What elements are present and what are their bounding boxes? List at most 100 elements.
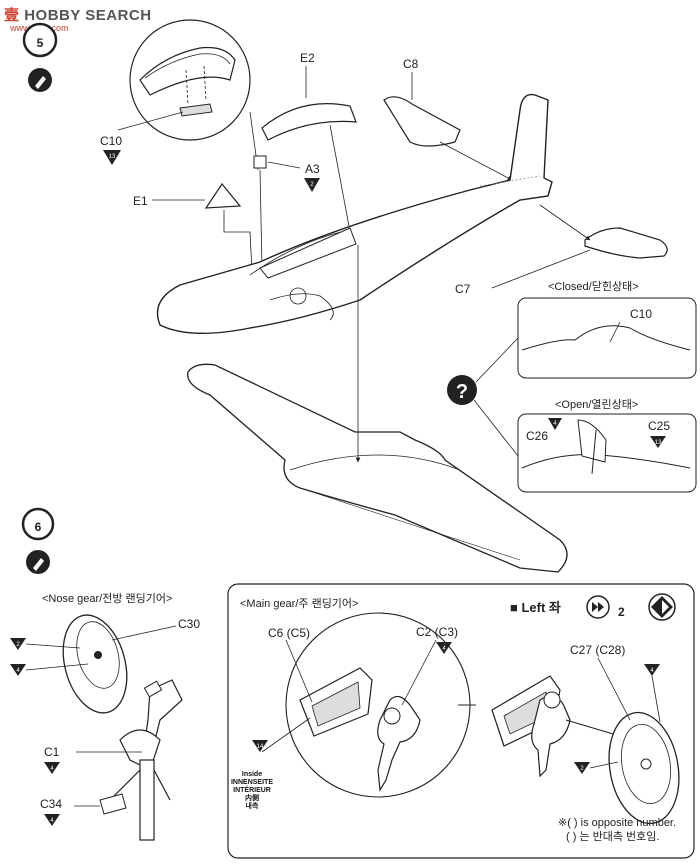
help-icon: ?	[447, 375, 477, 405]
canopy-detail-circle	[129, 19, 251, 141]
c25-label: C25	[648, 419, 670, 433]
c6-label: C6 (C5)	[268, 626, 310, 640]
step6-badge: 6	[21, 507, 55, 541]
c7-leader	[491, 249, 591, 289]
left-side-label: ■ Left 좌	[510, 600, 561, 615]
help-leader-open	[473, 399, 519, 457]
opposite-note-en: ※( ) is opposite number.	[558, 817, 676, 829]
c2-tri: 4	[436, 642, 452, 654]
glue-icon-step6	[26, 550, 50, 574]
c27-leader	[597, 657, 631, 721]
c27-tri-b-leader	[589, 761, 619, 769]
c30-label: C30	[178, 617, 200, 631]
c10-closed-label: C10	[630, 307, 652, 321]
svg-text:内側: 内側	[245, 793, 259, 802]
e1-label: E1	[133, 194, 148, 208]
open-state-box	[517, 413, 697, 493]
inside-note: Inside INNENSEITE INTÉRIEUR 内側 내측	[231, 771, 273, 810]
inside-leader	[261, 717, 311, 753]
svg-text:13: 13	[109, 154, 116, 160]
c10-closed-leader	[609, 321, 621, 343]
e1-part	[204, 182, 242, 209]
c7-arrow	[539, 204, 591, 241]
svg-text:4: 4	[442, 646, 446, 652]
a3-label: A3	[305, 162, 320, 176]
svg-text:6: 6	[35, 520, 42, 534]
closed-state-label: <Closed/닫힌상태>	[548, 280, 639, 293]
c2-label: C2 (C3)	[416, 625, 458, 639]
c2-part	[377, 695, 421, 792]
c26-label: C26	[526, 429, 548, 443]
svg-text:4: 4	[50, 818, 54, 824]
c34-tri: 4	[44, 814, 60, 826]
main-wheel	[608, 711, 680, 825]
svg-text:4: 4	[553, 421, 557, 427]
c34-part	[99, 793, 127, 815]
svg-text:2: 2	[310, 182, 314, 188]
c7-part	[584, 227, 668, 259]
c27-tri-a-leader	[651, 675, 661, 723]
c34-label: C34	[40, 797, 62, 811]
svg-text:Inside: Inside	[242, 771, 262, 778]
svg-text:4: 4	[50, 766, 54, 772]
nose-wheel	[62, 614, 128, 714]
c2-leader	[401, 639, 437, 706]
c8-part	[383, 96, 461, 147]
c27-label: C27 (C28)	[570, 643, 625, 657]
c1-label: C1	[44, 745, 60, 759]
nose-gear-label: <Nose gear/전방 랜딩기어>	[42, 592, 172, 605]
svg-text:2: 2	[16, 642, 20, 648]
c30-leader	[111, 625, 177, 641]
main-gear-tri-left: 14	[252, 740, 268, 752]
c8-arrow	[439, 141, 513, 181]
e2-label: E2	[300, 51, 315, 65]
svg-text:4: 4	[16, 668, 20, 674]
svg-text:INNENSEITE: INNENSEITE	[231, 779, 273, 786]
a3-leader	[267, 161, 301, 169]
c7-label: C7	[455, 282, 471, 296]
assembly-arrows-icon	[586, 595, 610, 619]
fuselage	[156, 93, 553, 334]
svg-text:?: ?	[456, 381, 468, 403]
wing	[187, 245, 568, 573]
main-gear-assembly	[491, 675, 621, 778]
step5-badge: 5	[22, 22, 58, 58]
c30-tri-b-leader	[25, 663, 89, 671]
glue-icon	[28, 68, 52, 92]
svg-text:2: 2	[580, 766, 584, 772]
svg-text:내측: 내측	[246, 801, 259, 810]
c27-tri-b: 2	[574, 762, 590, 774]
opposite-note-ko: ( ) 는 반대측 번호임.	[566, 830, 659, 843]
help-leader-closed	[475, 337, 519, 383]
closed-state-box	[517, 297, 697, 379]
a3-part	[253, 155, 267, 169]
c30-tri-a: 2	[10, 638, 26, 650]
e2-part	[261, 103, 357, 141]
open-state-label: <Open/열린상태>	[555, 398, 638, 411]
c8-label: C8	[403, 57, 419, 71]
c27-tri-a: 4	[644, 664, 660, 676]
assembly-count: 2	[618, 605, 625, 619]
main-gear-label: <Main gear/주 랜딩기어>	[240, 597, 358, 610]
c6-part	[299, 667, 373, 737]
c25-tri: 13	[650, 436, 666, 448]
c10-leader	[117, 111, 184, 131]
c6-leader	[285, 639, 313, 703]
c10-label: C10	[100, 134, 122, 148]
e2-arrow	[329, 124, 354, 243]
svg-text:4: 4	[650, 668, 654, 674]
c10-tri: 13	[103, 150, 121, 165]
svg-text:14: 14	[257, 744, 264, 750]
c1-tri: 4	[44, 762, 60, 774]
watermark-brand: 壹 HOBBY SEARCH	[4, 7, 152, 24]
direction-diamond-icon	[648, 593, 676, 621]
a3-tri: 2	[304, 178, 320, 192]
c26-tri: 4	[548, 418, 562, 430]
c30-tri-a-leader	[25, 643, 81, 649]
svg-text:INTÉRIEUR: INTÉRIEUR	[233, 785, 271, 794]
nose-strut	[109, 679, 183, 841]
svg-text:13: 13	[655, 440, 662, 446]
c30-tri-b: 4	[10, 664, 26, 676]
e1-arrow	[223, 210, 255, 273]
